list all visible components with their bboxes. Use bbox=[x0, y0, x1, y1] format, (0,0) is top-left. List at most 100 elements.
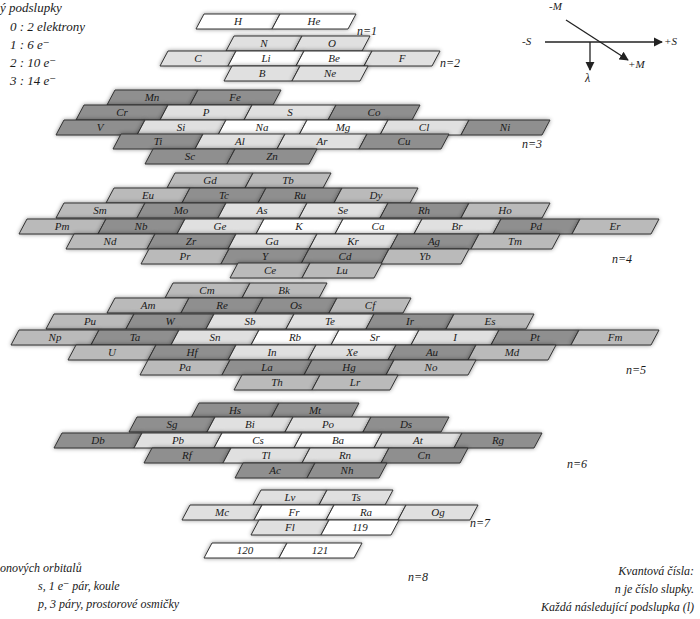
element-tile: Nh bbox=[307, 463, 387, 478]
tile-outline bbox=[296, 51, 372, 66]
tile-outline bbox=[334, 188, 418, 203]
element-tile: Tl bbox=[223, 448, 310, 463]
element-tile: Cl bbox=[380, 120, 469, 135]
element-symbol: I bbox=[411, 330, 499, 345]
element-symbol: Cu bbox=[359, 134, 449, 149]
element-tile: Co bbox=[328, 105, 420, 120]
element-symbol: Au bbox=[388, 345, 476, 360]
element-symbol: Fm bbox=[571, 330, 659, 345]
tile-outline bbox=[380, 203, 469, 218]
element-tile: Te bbox=[286, 314, 374, 329]
tile-outline bbox=[329, 298, 411, 313]
tile-outline bbox=[91, 330, 179, 345]
element-symbol: Co bbox=[328, 105, 420, 120]
shell-label: n=5 bbox=[626, 364, 646, 377]
element-symbol: Ds bbox=[363, 417, 449, 432]
element-symbol: Ta bbox=[91, 330, 179, 345]
element-symbol: No bbox=[386, 360, 476, 375]
element-tile: Nd bbox=[66, 234, 155, 249]
element-tile: Cm bbox=[165, 283, 250, 298]
element-tile: Sb bbox=[206, 314, 294, 329]
element-symbol: Cl bbox=[380, 120, 469, 135]
tile-outline bbox=[56, 120, 145, 135]
element-tile: Er bbox=[572, 219, 659, 234]
element-symbol: In bbox=[228, 345, 316, 360]
element-tile: F bbox=[364, 51, 440, 66]
element-symbol: As bbox=[218, 203, 307, 218]
element-symbol: V bbox=[56, 120, 145, 135]
element-tile: Cs bbox=[214, 433, 302, 448]
tile-outline bbox=[328, 105, 420, 120]
element-symbol: Cm bbox=[165, 283, 250, 298]
element-symbol: Sr bbox=[331, 330, 419, 345]
note-text: p, 3 páry, prostorové osmičky bbox=[38, 598, 179, 611]
element-tile: Ho bbox=[461, 203, 550, 218]
element-symbol: Cr bbox=[76, 105, 168, 120]
tile-outline bbox=[388, 345, 476, 360]
tile-outline bbox=[214, 433, 302, 448]
tile-outline bbox=[302, 263, 382, 278]
tile-outline bbox=[165, 283, 250, 298]
element-tile: C bbox=[160, 51, 236, 66]
element-symbol: Xe bbox=[308, 345, 396, 360]
element-tile: K bbox=[256, 219, 343, 234]
element-tile: Ce bbox=[230, 263, 310, 278]
element-symbol: Po bbox=[285, 417, 371, 432]
note-text: n je číslo slupky. bbox=[615, 583, 694, 596]
tile-outline bbox=[98, 219, 185, 234]
element-tile: He bbox=[272, 14, 356, 29]
element-tile: Mn bbox=[107, 90, 198, 105]
tile-outline bbox=[461, 203, 550, 218]
legend-line: 1 : 6 e⁻ bbox=[10, 38, 50, 52]
element-tile: Br bbox=[414, 219, 501, 234]
element-symbol: Ts bbox=[319, 490, 393, 505]
element-tile: Am bbox=[107, 298, 189, 313]
element-symbol: Lr bbox=[312, 375, 398, 390]
element-tile: Eu bbox=[106, 188, 190, 203]
element-tile: Mc bbox=[182, 505, 262, 520]
element-symbol: Ac bbox=[235, 463, 315, 478]
element-tile: Au bbox=[388, 345, 476, 360]
axis-label: +M bbox=[628, 58, 645, 70]
element-tile: Si bbox=[137, 120, 226, 135]
tile-outline bbox=[137, 203, 226, 218]
element-symbol: Mc bbox=[182, 505, 262, 520]
tile-outline bbox=[223, 448, 310, 463]
element-tile: Mt bbox=[271, 403, 359, 418]
element-symbol: Pb bbox=[134, 433, 222, 448]
element-tile: Db bbox=[54, 433, 142, 448]
element-tile: Kr bbox=[309, 234, 398, 249]
element-tile: Sm bbox=[56, 203, 145, 218]
tile-outline bbox=[206, 314, 294, 329]
element-tile: Tm bbox=[471, 234, 560, 249]
element-tile: Gd bbox=[167, 173, 253, 188]
note-text: Každá následující podslupka (l) bbox=[541, 601, 694, 614]
element-symbol: W bbox=[126, 314, 214, 329]
tile-outline bbox=[160, 51, 236, 66]
element-tile: Rf bbox=[144, 448, 231, 463]
tile-outline bbox=[258, 188, 342, 203]
element-symbol: Al bbox=[195, 134, 285, 149]
axis-label: -M bbox=[549, 0, 562, 12]
element-tile: Rn bbox=[302, 448, 389, 463]
tile-outline bbox=[468, 345, 556, 360]
element-symbol: La bbox=[222, 360, 312, 375]
tile-outline bbox=[129, 417, 215, 432]
tile-outline bbox=[380, 120, 469, 135]
element-symbol: Tb bbox=[245, 173, 331, 188]
tile-outline bbox=[147, 234, 236, 249]
tile-outline bbox=[335, 219, 422, 234]
legend-heading: ý podslupky bbox=[0, 1, 62, 15]
element-tile: Rg bbox=[454, 433, 542, 448]
element-tile: Tb bbox=[245, 173, 331, 188]
element-tile: Ar bbox=[277, 134, 367, 149]
element-symbol: Sb bbox=[206, 314, 294, 329]
element-symbol: Rb bbox=[251, 330, 339, 345]
tile-outline bbox=[255, 298, 337, 313]
element-tile: Sr bbox=[331, 330, 419, 345]
element-symbol: Sn bbox=[171, 330, 259, 345]
element-tile: Al bbox=[195, 134, 285, 149]
shell-label: n=4 bbox=[612, 253, 632, 266]
element-symbol: Rg bbox=[454, 433, 542, 448]
tile-outline bbox=[181, 298, 263, 313]
